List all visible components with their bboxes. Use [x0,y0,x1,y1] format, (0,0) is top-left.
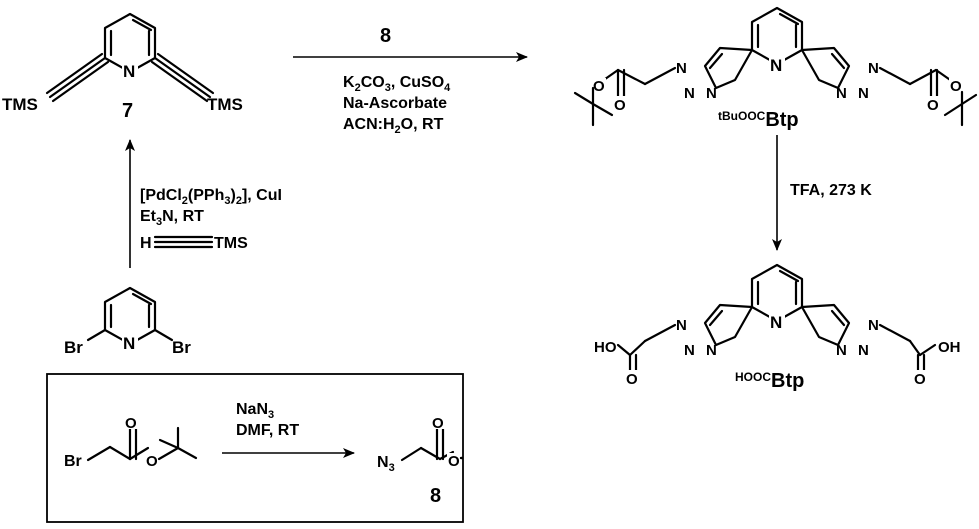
svg-text:N: N [676,60,687,77]
alkyne-h: H [140,235,152,252]
svg-text:N: N [706,342,717,359]
svg-text:N3: N3 [377,454,395,474]
svg-text:N: N [770,56,782,75]
svg-text:Na-Ascorbate: Na-Ascorbate [343,95,447,112]
svg-text:N: N [123,334,135,353]
svg-text:Et3N, RT: Et3N, RT [140,208,204,228]
svg-text:N: N [836,85,847,102]
acid-left-ho: HO [594,339,617,356]
compound-7-structure: N TMS TMS 7 [2,12,243,122]
svg-text:N: N [706,85,717,102]
svg-text:O: O [125,415,137,432]
svg-text:K2CO3, CuSO4: K2CO3, CuSO4 [343,74,451,94]
ester-product-structure: N N N N O O N N N O O [573,6,978,131]
svg-text:N: N [858,85,869,102]
svg-text:O: O [448,453,460,470]
dibromopyridine-structure: N Br Br [64,286,191,357]
svg-text:N: N [868,317,879,334]
inset-box [46,373,464,523]
acid-product-name: HOOCBtp [735,370,804,392]
dibromo-right-br: Br [172,338,191,357]
step1-reagents: [PdCl2(PPh3)2], CuI Et3N, RT H TMS [140,187,282,252]
svg-text:N: N [836,342,847,359]
ester-product-name: tBuOOCBtp [718,109,799,131]
svg-text:O: O [927,97,939,114]
svg-text:[PdCl2(PPh3)2], CuI: [PdCl2(PPh3)2], CuI [140,187,282,207]
svg-text:O: O [146,453,158,470]
svg-text:Br: Br [64,453,82,470]
svg-text:O: O [626,371,638,388]
svg-text:O: O [593,78,605,95]
step3-reagent: TFA, 273 K [790,182,872,199]
inset-bromoacetate: Br O O [64,415,198,470]
step2-reagents: 8 K2CO3, CuSO4 Na-Ascorbate ACN:H2O, RT [343,25,451,136]
svg-text:O: O [950,78,962,95]
compound-7-left-tms: TMS [2,95,38,114]
svg-text:N: N [868,60,879,77]
alkyne-tms: TMS [214,235,248,252]
svg-text:ACN:H2O, RT: ACN:H2O, RT [343,116,444,136]
svg-text:DMF, RT: DMF, RT [236,422,299,439]
compound-7-ring-n: N [123,62,135,81]
svg-text:N: N [858,342,869,359]
dibromo-left-br: Br [64,338,83,357]
svg-text:N: N [676,317,687,334]
acid-product-structure: N N N N O HO N N N O OH HOOCBtp [594,263,961,392]
svg-text:O: O [914,371,926,388]
svg-text:N: N [770,313,782,332]
inset-azidoacetate: N3 O O 8 [377,415,464,507]
svg-text:O: O [614,97,626,114]
step2-reagent-number: 8 [380,25,391,47]
acid-right-oh: OH [938,339,961,356]
inset-reagents: NaN3 DMF, RT [236,401,299,439]
compound-7-label: 7 [122,100,133,122]
svg-text:N: N [684,85,695,102]
svg-text:NaN3: NaN3 [236,401,274,421]
compound-7-right-tms: TMS [207,95,243,114]
svg-text:O: O [432,415,444,432]
svg-text:N: N [684,342,695,359]
inset-compound-8-label: 8 [430,485,441,507]
